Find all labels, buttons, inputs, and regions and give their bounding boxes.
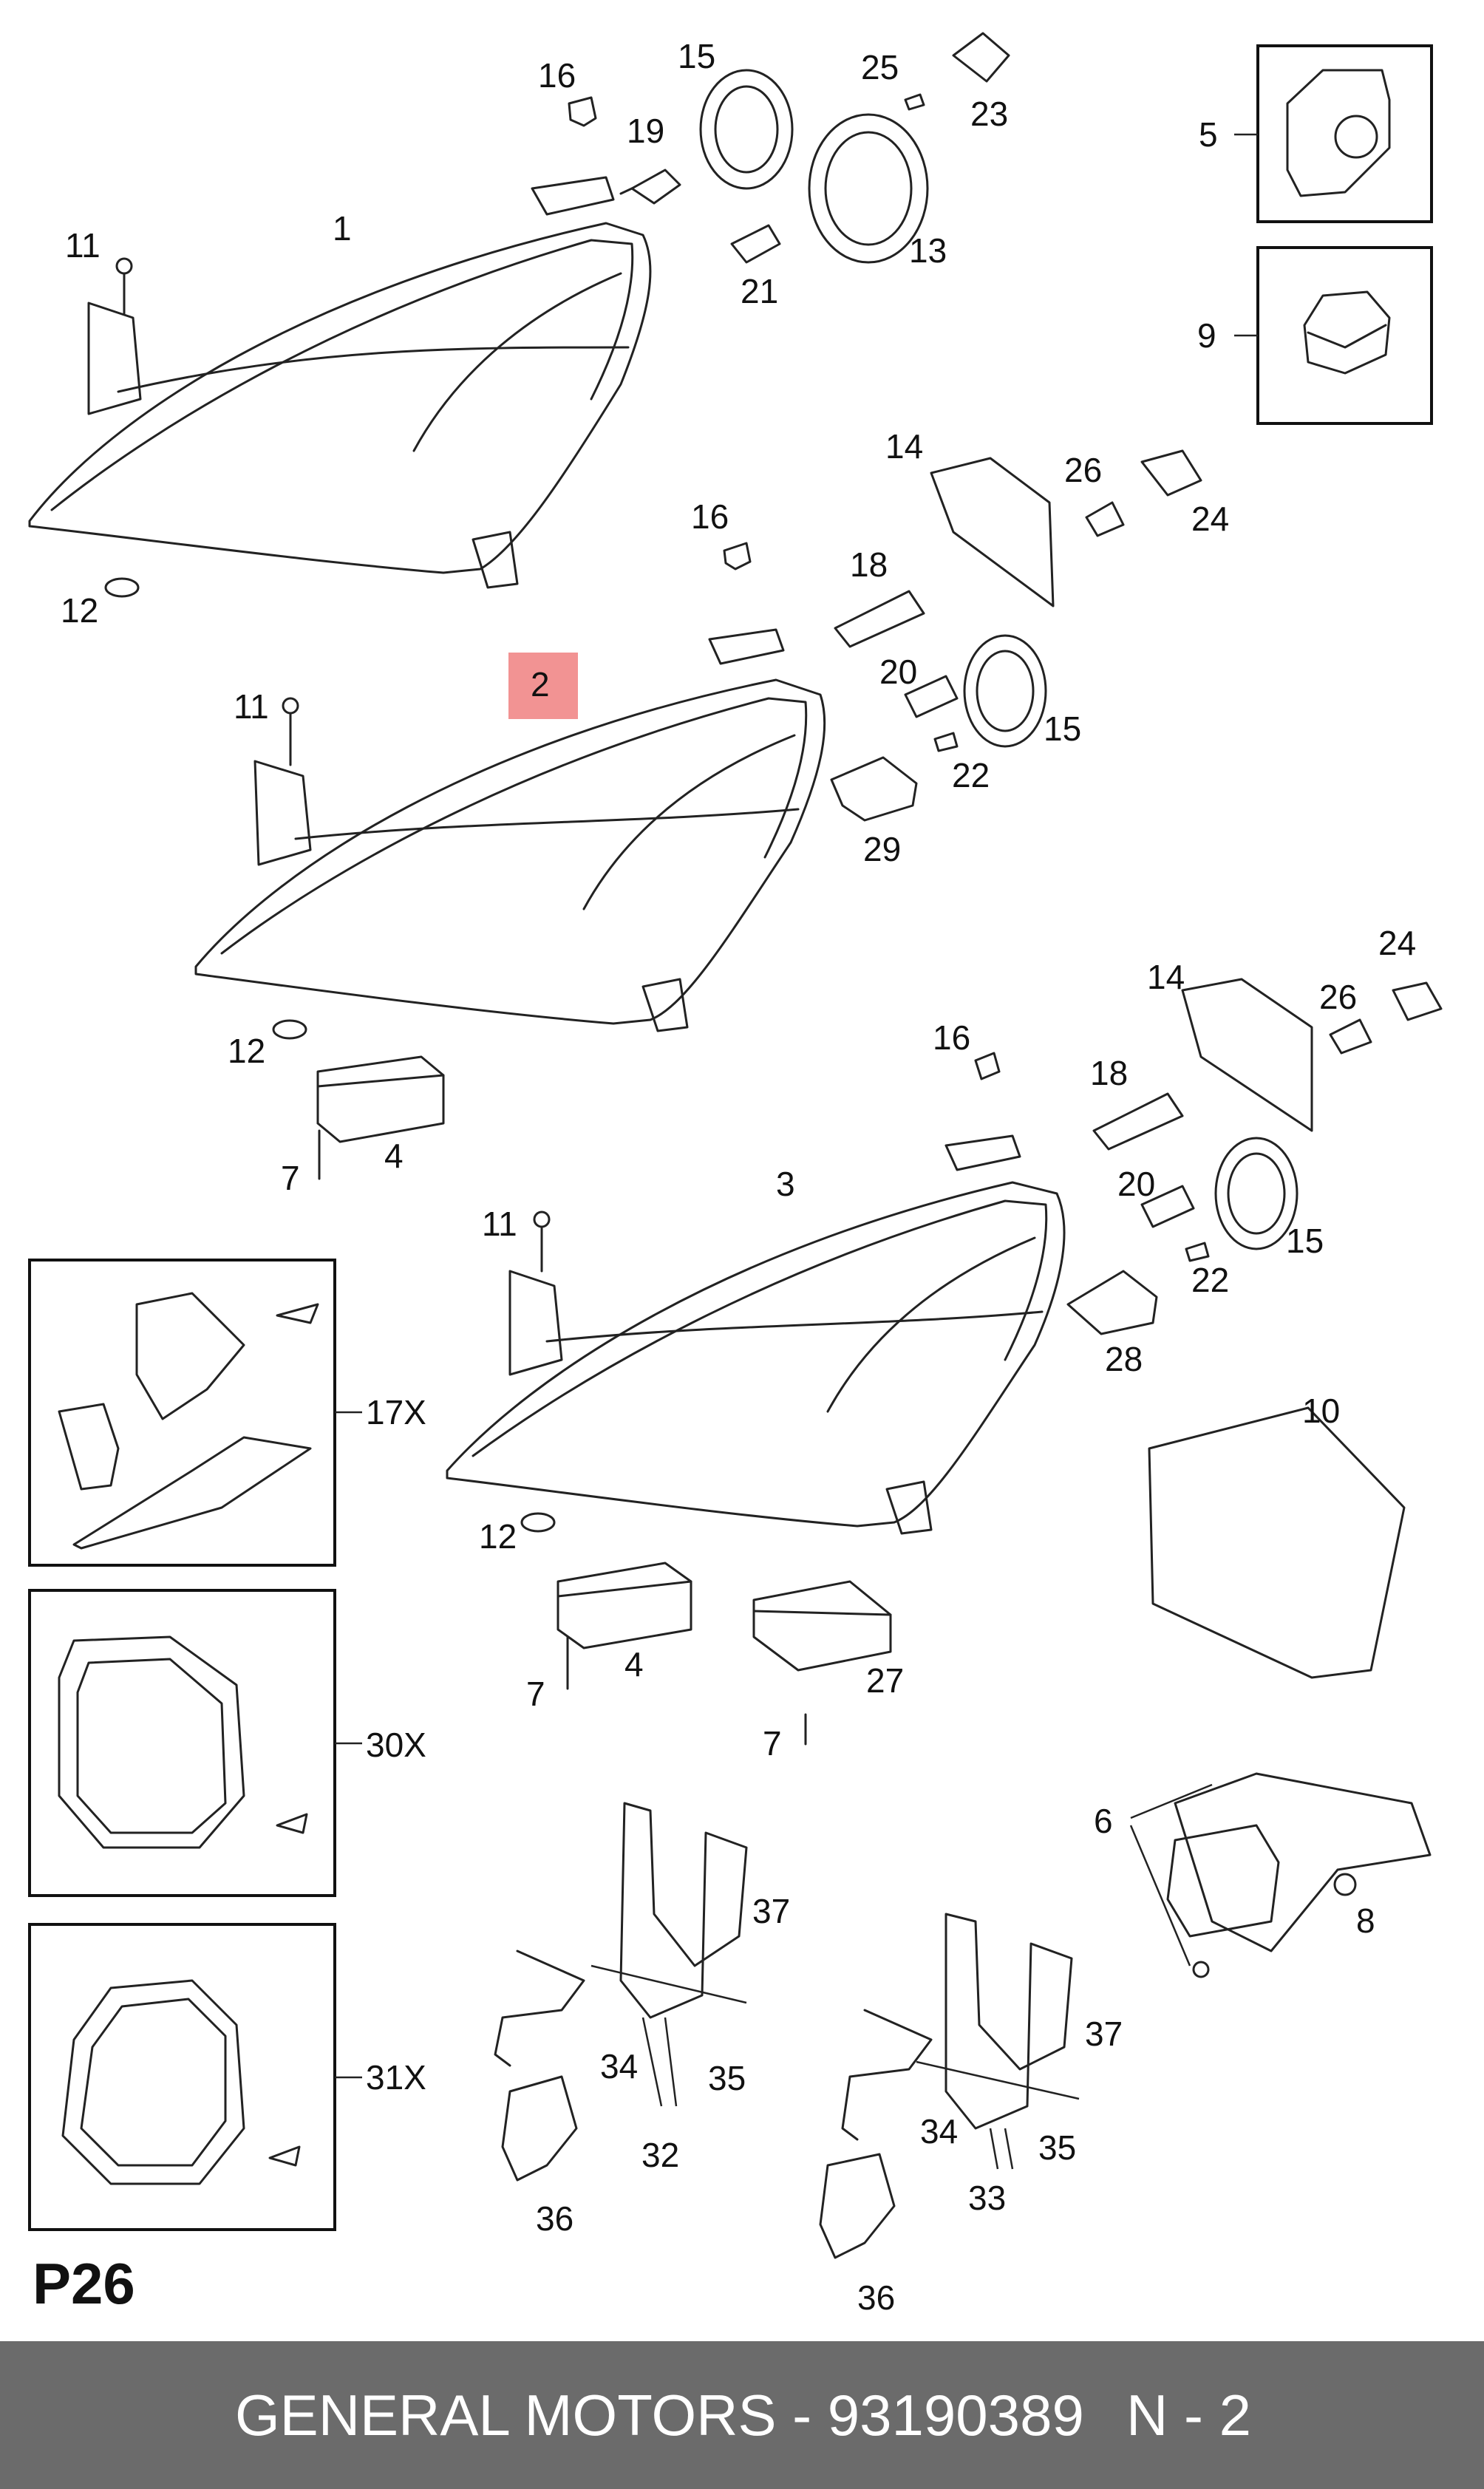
callout-11: 11 bbox=[482, 1205, 517, 1243]
callout-29: 29 bbox=[863, 830, 901, 868]
headlamp-2 bbox=[194, 628, 826, 1040]
callout-23: 23 bbox=[970, 95, 1008, 133]
callout-2: 2 bbox=[531, 665, 550, 704]
callout-20: 20 bbox=[1117, 1165, 1155, 1203]
callout-36: 36 bbox=[857, 2278, 895, 2317]
callout-15: 15 bbox=[1286, 1222, 1324, 1260]
callout-7: 7 bbox=[763, 1724, 782, 1763]
callout-14: 14 bbox=[885, 427, 923, 466]
callout-32: 32 bbox=[641, 2136, 679, 2174]
callout-16: 16 bbox=[933, 1018, 970, 1057]
callout-16: 16 bbox=[538, 56, 576, 95]
highlight-callout-2 bbox=[508, 653, 578, 719]
callout-14: 14 bbox=[1147, 958, 1185, 996]
cover-10 bbox=[1148, 1406, 1406, 1679]
page-reference: P26 bbox=[33, 2251, 135, 2316]
callout-37: 37 bbox=[1085, 2015, 1123, 2053]
inset-box-31x bbox=[28, 1923, 336, 2231]
callout-3: 3 bbox=[776, 1165, 795, 1203]
callout-7: 7 bbox=[281, 1159, 300, 1197]
callout-26: 26 bbox=[1064, 451, 1102, 489]
callout-13: 13 bbox=[909, 231, 947, 270]
callout-25: 25 bbox=[861, 48, 899, 86]
callout-22: 22 bbox=[1191, 1261, 1229, 1299]
callout-19: 19 bbox=[627, 112, 664, 150]
callout-18: 18 bbox=[1090, 1054, 1128, 1092]
callout-18: 18 bbox=[850, 545, 888, 584]
callout-31x: 31X bbox=[366, 2058, 426, 2097]
bulb-parts-top bbox=[568, 32, 1202, 607]
callout-leaders bbox=[335, 133, 1258, 2170]
callout-4: 4 bbox=[384, 1137, 404, 1175]
callout-35: 35 bbox=[1038, 2128, 1076, 2167]
callout-24: 24 bbox=[1191, 500, 1229, 538]
callout-34: 34 bbox=[600, 2047, 638, 2085]
callout-35: 35 bbox=[708, 2059, 746, 2097]
footer-part-number: GENERAL MOTORS - 93190389 bbox=[235, 2382, 1084, 2448]
callout-30x: 30X bbox=[366, 1726, 426, 1764]
callout-20: 20 bbox=[879, 653, 917, 691]
footer-page: N - 2 bbox=[1126, 2382, 1252, 2448]
callout-6: 6 bbox=[1094, 1802, 1113, 1840]
headlamp-exploded-view: 16 15 25 23 5 19 1 13 11 21 9 14 26 16 2… bbox=[28, 32, 1443, 2317]
callout-17x: 17X bbox=[366, 1393, 426, 1431]
headlamp-3 bbox=[446, 1134, 1066, 1535]
callout-1: 1 bbox=[333, 209, 352, 248]
callout-37: 37 bbox=[752, 1892, 790, 1930]
inset-box-17x bbox=[28, 1259, 336, 1567]
callout-21: 21 bbox=[741, 272, 778, 310]
callout-10: 10 bbox=[1302, 1392, 1340, 1430]
callout-15: 15 bbox=[678, 37, 715, 75]
callout-11: 11 bbox=[65, 226, 101, 265]
inset-box-30x bbox=[28, 1589, 336, 1897]
footer-bar: GENERAL MOTORS - 93190389 N - 2 bbox=[0, 2341, 1484, 2489]
callout-11: 11 bbox=[234, 687, 269, 726]
callout-34: 34 bbox=[920, 2112, 958, 2151]
callout-27: 27 bbox=[866, 1661, 904, 1700]
callout-9: 9 bbox=[1197, 316, 1216, 355]
inset-box-9 bbox=[1256, 246, 1433, 425]
bracket-assemblies bbox=[494, 1772, 1432, 2259]
callout-22: 22 bbox=[952, 756, 990, 794]
callout-12: 12 bbox=[228, 1032, 265, 1070]
callout-36: 36 bbox=[536, 2199, 573, 2238]
callout-15: 15 bbox=[1044, 709, 1081, 748]
callout-12: 12 bbox=[61, 591, 98, 630]
callout-7: 7 bbox=[526, 1675, 545, 1713]
callout-28: 28 bbox=[1105, 1340, 1143, 1378]
parts-diagram: 16 15 25 23 5 19 1 13 11 21 9 14 26 16 2… bbox=[28, 32, 1443, 2317]
headlamp-1 bbox=[28, 176, 652, 598]
callout-16: 16 bbox=[691, 497, 729, 536]
callout-33: 33 bbox=[968, 2179, 1006, 2217]
inset-box-5 bbox=[1256, 44, 1433, 223]
callout-24: 24 bbox=[1378, 924, 1416, 962]
ballast-units bbox=[316, 1055, 892, 1746]
callout-8: 8 bbox=[1356, 1901, 1375, 1940]
bulb-parts-mid bbox=[830, 590, 1443, 1335]
callout-5: 5 bbox=[1199, 115, 1218, 154]
callout-12: 12 bbox=[479, 1517, 517, 1556]
callout-26: 26 bbox=[1319, 978, 1357, 1016]
callout-4: 4 bbox=[624, 1645, 644, 1683]
callout-labels: 16 15 25 23 5 19 1 13 11 21 9 14 26 16 2… bbox=[61, 37, 1416, 2317]
